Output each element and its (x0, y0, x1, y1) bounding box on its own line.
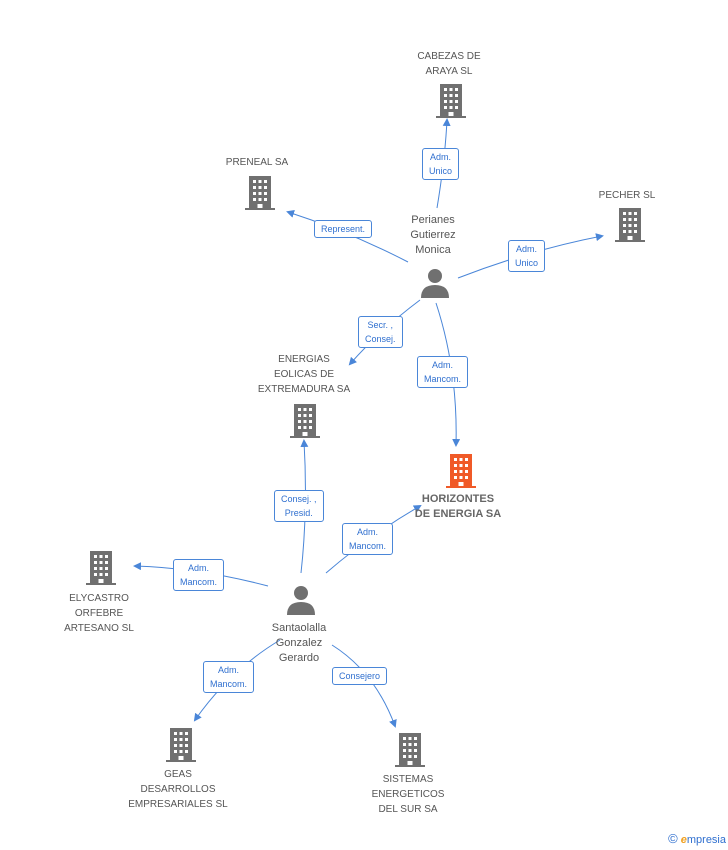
brand-mark: e (680, 834, 687, 846)
label-line: ENERGETICOS (371, 789, 445, 800)
label-line: SISTEMAS (382, 774, 434, 785)
label-line: PECHER SL (598, 190, 656, 201)
person-name-perianes[interactable]: Perianes Gutierrez Monica (410, 213, 455, 258)
label-line: Gutierrez (410, 229, 456, 241)
company-name-sistemas[interactable]: SISTEMAS ENERGETICOS DEL SUR SA (372, 772, 445, 817)
label-line: Santaolalla (271, 622, 327, 634)
label-line: EXTREMADURA SA (257, 384, 351, 395)
relation-label: Consejero (332, 667, 388, 685)
label-line: ELYCASTRO (69, 593, 129, 604)
relation-label: Adm. Unico (422, 148, 460, 180)
label-line: DEL SUR SA (378, 804, 438, 815)
label-line: EMPRESARIALES SL (128, 799, 228, 810)
relation-line: Adm. (218, 665, 240, 675)
relation-line: Presid. (284, 508, 313, 518)
label-line: Monica (415, 244, 451, 256)
relation-label: Adm. Mancom. (203, 661, 255, 693)
relation-line: Secr. , (367, 320, 394, 330)
relation-line: Adm. (188, 563, 210, 573)
relation-line: Mancom. (424, 374, 462, 384)
label-line: DESARROLLOS (140, 784, 216, 795)
relation-line: Unico (429, 166, 453, 176)
label-line: PRENEAL SA (225, 157, 289, 168)
building-icon[interactable] (166, 728, 196, 762)
building-icon[interactable] (290, 404, 320, 438)
label-line: Gerardo (278, 652, 320, 664)
company-name-geas[interactable]: GEAS DESARROLLOS EMPRESARIALES SL (128, 767, 227, 812)
brand-name: mpresia (686, 834, 726, 846)
company-name-elycastro[interactable]: ELYCASTRO ORFEBRE ARTESANO SL (64, 591, 134, 636)
company-name-preneal[interactable]: PRENEAL SA (226, 155, 288, 170)
company-name-energias[interactable]: ENERGIAS EOLICAS DE EXTREMADURA SA (258, 352, 350, 397)
relation-label: Adm. Mancom. (342, 523, 394, 555)
label-line: ARAYA SL (425, 66, 473, 77)
building-icon[interactable] (615, 208, 645, 242)
relation-line: Mancom. (210, 679, 248, 689)
company-name-pecher[interactable]: PECHER SL (599, 188, 656, 203)
relation-line: Consej. , (281, 494, 317, 504)
relation-line: Adm. (357, 527, 379, 537)
label-line: HORIZONTES (421, 493, 495, 505)
company-name-cabezas[interactable]: CABEZAS DE ARAYA SL (417, 49, 480, 79)
person-icon[interactable] (420, 268, 450, 298)
relation-line: Adm. (516, 244, 538, 254)
relation-label: Adm. Unico (508, 240, 546, 272)
relation-label: Represent. (314, 220, 373, 238)
label-line: ARTESANO SL (64, 623, 134, 634)
label-line: GEAS (164, 769, 192, 780)
label-line: Perianes (411, 214, 455, 226)
main-company-name[interactable]: HORIZONTES DE ENERGIA SA (415, 492, 501, 522)
relation-line: Unico (515, 258, 539, 268)
relation-line: Mancom. (180, 577, 218, 587)
relation-line: Represent. (321, 224, 366, 234)
label-line: DE ENERGIA SA (414, 508, 502, 520)
label-line: CABEZAS DE (417, 51, 481, 62)
main-company-building-icon[interactable] (446, 454, 476, 488)
relation-label: Adm. Mancom. (417, 356, 469, 388)
label-line: Gonzalez (275, 637, 323, 649)
relation-label: Adm. Mancom. (173, 559, 225, 591)
empresia-watermark: ©empresia (668, 831, 726, 846)
relation-line: Consejero (339, 671, 381, 681)
relation-line: Adm. (432, 360, 454, 370)
relation-label: Consej. , Presid. (274, 490, 324, 522)
copyright-icon: © (668, 831, 678, 846)
building-icon[interactable] (436, 84, 466, 118)
relation-line: Adm. (430, 152, 452, 162)
building-icon[interactable] (395, 733, 425, 767)
person-icon[interactable] (286, 585, 316, 615)
relation-line: Mancom. (349, 541, 387, 551)
label-line: EOLICAS DE (273, 369, 335, 380)
label-line: ORFEBRE (74, 608, 124, 619)
relation-line: Consej. (365, 334, 396, 344)
edge-santaolalla-sistemas (331, 644, 397, 728)
person-name-santaolalla[interactable]: Santaolalla Gonzalez Gerardo (272, 621, 326, 666)
relation-label: Secr. , Consej. (358, 316, 403, 348)
label-line: ENERGIAS (278, 354, 330, 365)
building-icon[interactable] (86, 551, 116, 585)
building-icon[interactable] (245, 176, 275, 210)
